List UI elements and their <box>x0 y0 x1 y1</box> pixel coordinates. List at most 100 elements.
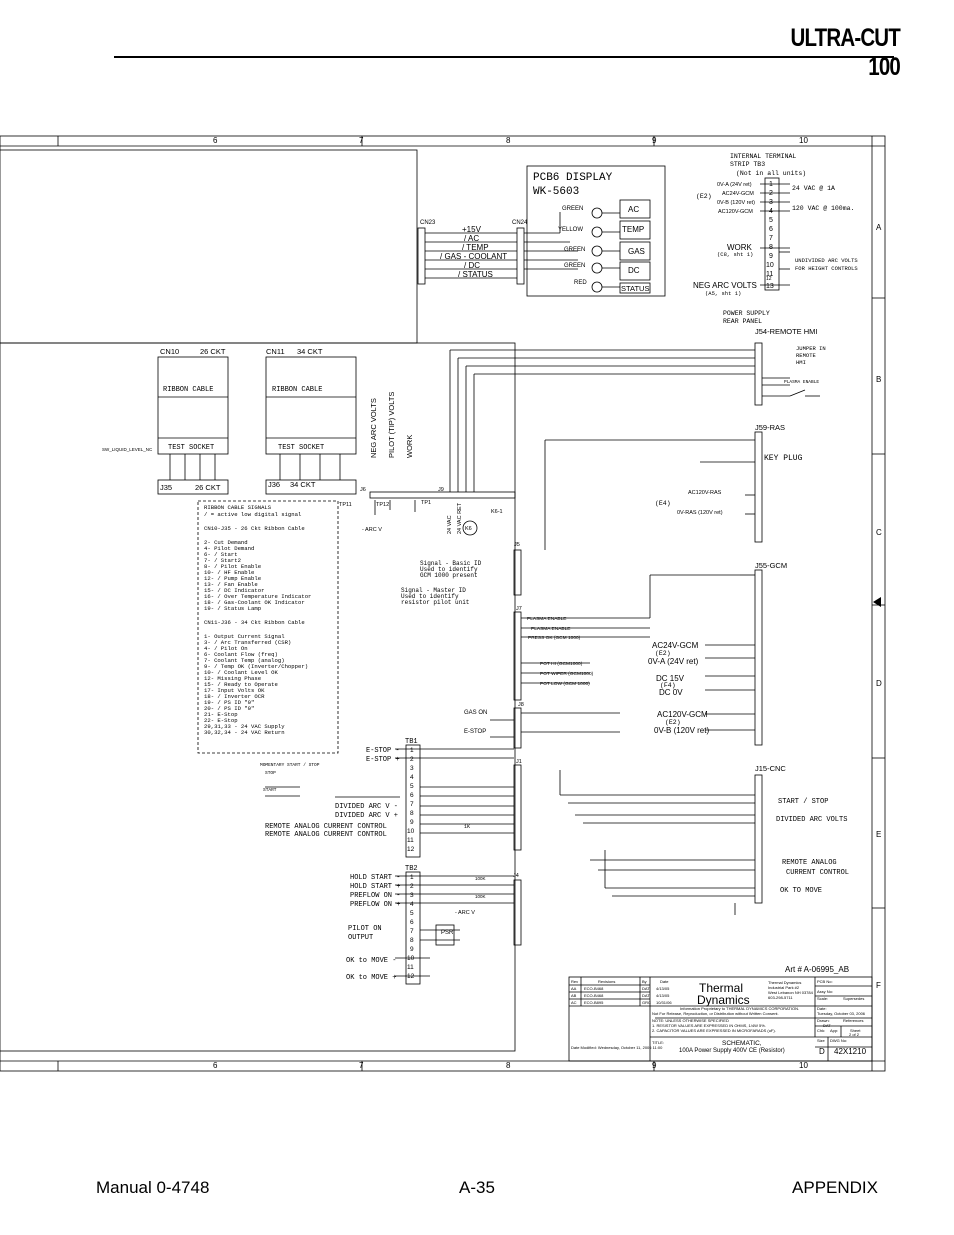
tb2-hold-plus: HOLD START + <box>350 883 400 891</box>
tb-pcb-no: PCB No: <box>817 979 833 984</box>
led-label-green-2: GREEN <box>564 247 585 253</box>
signal-master-line3: resistor pilot unit <box>401 599 469 606</box>
j55-0va: 0V-A (24V ret) <box>648 657 699 666</box>
power-supply-line2: REAR PANEL <box>723 318 762 325</box>
col-label-bottom-9: 9 <box>652 1061 657 1070</box>
j7-label: J7 <box>516 606 522 612</box>
signal-basic-line3: GCM 1000 present <box>420 572 478 579</box>
j7-pot-hi: POT HI (GCM1000) <box>540 661 583 667</box>
ribbon-signal-line: / = active low digital signal <box>204 511 302 518</box>
tb1-terminal: 1 <box>410 747 414 754</box>
ribbon-signal-line: 10- / HF Enable <box>204 569 254 576</box>
tb1-terminal: 4 <box>410 774 414 781</box>
j59-0v-ras: 0V-RAS (120V ret) <box>677 510 723 516</box>
tb3-label-0vb: 0V-B (120V ret) <box>717 200 755 206</box>
tb-sheet: Sheet <box>850 1028 861 1033</box>
tb-addr-4: 603-298-5711 <box>768 995 793 1000</box>
tb3-terminal: 7 <box>769 235 773 242</box>
tb-date-modified: Date Modified: Wednesday, October 11, 20… <box>571 1045 663 1050</box>
vlabel-work: WORK <box>405 435 414 458</box>
col-label-bottom-8: 8 <box>506 1061 511 1070</box>
ribbon-signal-line: 18- / Inverter OCR <box>204 693 265 700</box>
j59-ac120-ras: AC120V-RAS <box>688 490 722 496</box>
tb-row-rev: AA <box>571 986 577 991</box>
tb2-terminal: 2 <box>410 883 414 890</box>
ribbon-signal-line: RIBBON CABLE SIGNALS <box>204 504 272 511</box>
col-label-top-7: 7 <box>359 136 364 145</box>
cn11-ribbon-cable: RIBBON CABLE <box>272 386 322 394</box>
ribbon-signal-line: CN11-J36 - 34 Ckt Ribbon Cable <box>204 619 305 626</box>
page-header-title: ULTRA-CUT 100 <box>790 24 900 81</box>
ribbon-signal-line: 13- / Fan Enable <box>204 581 258 588</box>
tb-chk: Chk: <box>817 1028 825 1033</box>
art-number: Art # A-06995_AB <box>785 965 849 974</box>
tp12-label: TP12 <box>376 502 389 508</box>
j15-remote-line1: REMOTE ANALOG <box>782 859 837 867</box>
tb1-momentary: MOMENTARY START / STOP <box>260 762 320 768</box>
tb3-terminal: 2 <box>769 190 773 197</box>
header-rule <box>114 56 894 58</box>
tb2-output: OUTPUT <box>348 934 373 942</box>
j55-title: J55-GCM <box>755 561 787 570</box>
tb-row-by: GRC <box>642 1000 651 1005</box>
tb2-terminal: 9 <box>410 946 414 953</box>
j55-e2a: (E2) <box>655 650 671 657</box>
tp11-label: TP11 <box>339 502 352 508</box>
j8-label: J8 <box>518 702 524 708</box>
tb2-title: TB2 <box>405 865 418 873</box>
tp-arc-v: - ARC V <box>362 527 382 533</box>
tb-addr-1: Thermal Dynamics <box>768 980 801 985</box>
tb-supersedes: Supersedes <box>843 996 864 1001</box>
tb-size: Size <box>817 1038 826 1043</box>
tb-by-header: By <box>642 979 647 984</box>
tb2-terminal: 1 <box>410 874 414 881</box>
tb-references: References <box>843 1018 863 1023</box>
tb2-terminal: 3 <box>410 892 414 899</box>
pcb6-title-line2: WK-5603 <box>533 186 579 198</box>
tb3-work: WORK <box>727 243 753 252</box>
col-label-bottom-7: 7 <box>359 1061 364 1070</box>
tb1-terminal: 12 <box>407 846 415 853</box>
j7-press-ok: PRESS OK (GCM 1000) <box>528 635 581 641</box>
row-label-e: E <box>876 830 881 839</box>
tb-row-eco: ECO-B468 <box>584 986 604 991</box>
j7-plasma-enable-2: PLASMA ENABLE <box>531 626 570 632</box>
tb-note-2: 2. CAPACITOR VALUES ARE EXPRESSED IN MIC… <box>652 1028 776 1033</box>
tb-app: App: <box>830 1028 838 1033</box>
tb-drawn-by: DAT <box>823 1023 831 1028</box>
col-label-top-10: 10 <box>799 136 808 145</box>
j55-dc0: DC 0V <box>659 688 683 697</box>
tb3-terminal: 13 <box>766 283 774 290</box>
k6-label: K6 <box>465 526 472 532</box>
tb-row-rev: AB <box>571 993 577 998</box>
footer-section: APPENDIX <box>792 1178 878 1197</box>
vlabel-24vac: 24 VAC <box>447 515 453 534</box>
tb3-neg-arc-ref: (A5, sht 1) <box>705 290 741 297</box>
col-label-top-8: 8 <box>506 136 511 145</box>
j55-dc15: DC 15V <box>656 674 685 683</box>
tb3-terminal: 8 <box>769 244 773 251</box>
ribbon-signal-line: 8- / Pilot Enable <box>204 563 261 570</box>
tb-row-date: 4/13/05 <box>656 993 670 998</box>
ribbon-signal-line: 9- / Temp OK (Inverter/Chopper) <box>204 663 308 670</box>
tb-scale: Scale: <box>817 996 828 1001</box>
tb2-terminal: 4 <box>410 901 414 908</box>
row-label-b: B <box>876 375 881 384</box>
ribbon-signal-line: 2- Cut Demand <box>204 539 248 546</box>
tb3-terminal: 10 <box>766 262 774 269</box>
ribbon-signal-line: 19- / PS ID "0" <box>204 699 254 706</box>
tb3-terminal: 5 <box>769 217 773 224</box>
indicator-gas: GAS <box>628 247 645 256</box>
tb3-24vac: 24 VAC @ 1A <box>792 185 835 192</box>
j9-label: J9 <box>438 487 444 493</box>
tb3-label-0va: 0V-A (24V ret) <box>717 182 752 188</box>
tb2-pilot-on: PILOT ON <box>348 925 382 933</box>
tb-dwg-no: DWG No: <box>830 1038 847 1043</box>
j55-0vb: 0V-B (120V ret) <box>654 726 709 735</box>
ribbon-signal-line: 15- / DC Indicator <box>204 587 264 594</box>
tb1-terminal: 8 <box>410 810 414 817</box>
tb-dwg-value: 42X1210 <box>834 1047 867 1056</box>
j5-label: J5 <box>514 542 520 548</box>
ribbon-signal-line: 19- / Status Lamp <box>204 605 261 612</box>
tb-drawn: Drawn: <box>817 1018 830 1023</box>
